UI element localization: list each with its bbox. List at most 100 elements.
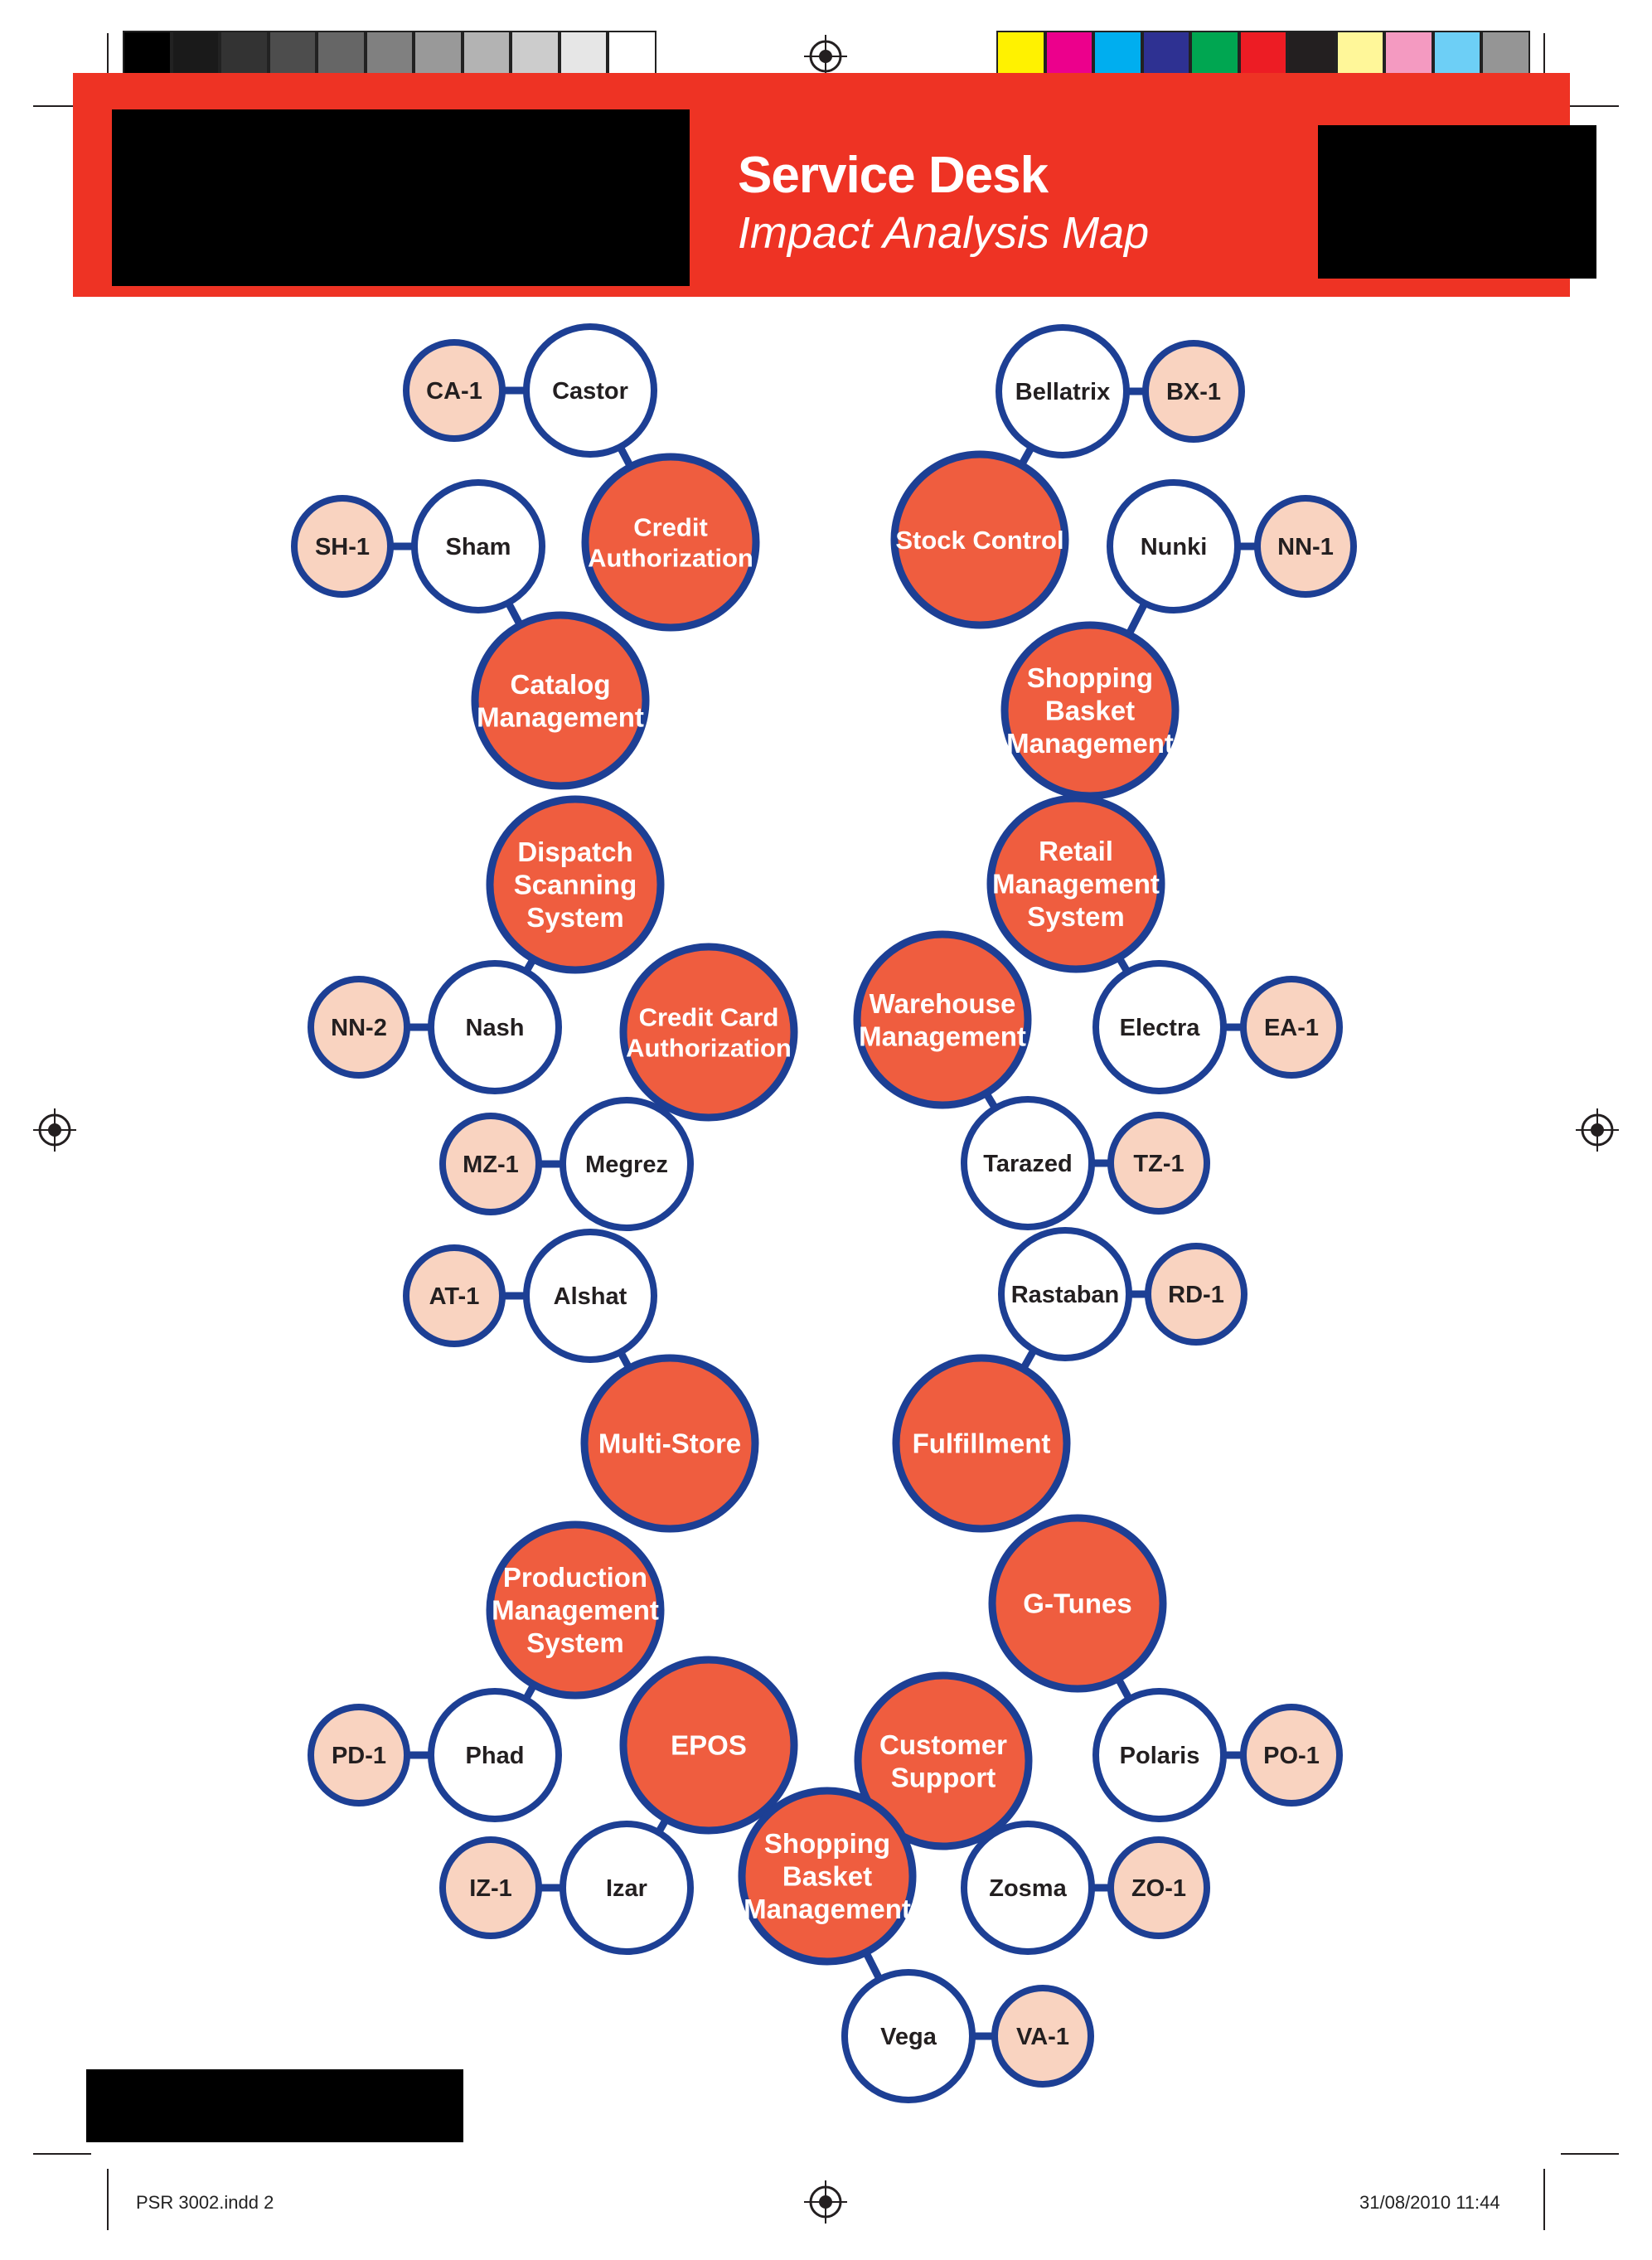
node-label: Alshat xyxy=(554,1283,627,1310)
node-label: NN-1 xyxy=(1277,534,1334,560)
server-node-polaris: Polaris xyxy=(1092,1688,1227,1822)
node-circle xyxy=(1240,976,1343,1079)
node-circle xyxy=(854,1671,1033,1850)
node-circle xyxy=(1254,495,1357,598)
color-swatch xyxy=(171,31,220,77)
node-label: Castor xyxy=(552,378,628,405)
node-circle xyxy=(1145,1243,1247,1346)
color-swatch xyxy=(1141,31,1190,77)
ci-node-va1: VA-1 xyxy=(991,1985,1094,2088)
node-label: Multi-Store xyxy=(598,1428,741,1459)
color-swatch xyxy=(1481,31,1530,77)
ci-node-rd1: RD-1 xyxy=(1145,1243,1247,1346)
node-label: PO-1 xyxy=(1263,1743,1320,1769)
node-circle xyxy=(738,1787,917,1966)
node-label: MZ-1 xyxy=(463,1152,519,1178)
node-circle xyxy=(1092,960,1227,1094)
service-node-stock-control: Stock Control xyxy=(890,450,1069,629)
ci-node-nn2: NN-2 xyxy=(308,976,410,1079)
service-node-g-tunes: G-Tunes xyxy=(988,1514,1167,1693)
node-label: CA-1 xyxy=(426,378,482,405)
server-node-vega: Vega xyxy=(841,1969,976,2103)
color-swatch xyxy=(317,31,366,77)
color-swatch xyxy=(559,31,608,77)
color-swatch xyxy=(1287,31,1336,77)
color-swatch xyxy=(996,31,1045,77)
node-circle xyxy=(291,495,394,598)
node-label: Nash xyxy=(466,1015,525,1041)
ci-node-iz1: IZ-1 xyxy=(439,1836,542,1939)
server-node-nash: Nash xyxy=(428,960,562,1094)
server-node-megrez: Megrez xyxy=(560,1097,694,1231)
ci-node-zo1: ZO-1 xyxy=(1107,1836,1210,1939)
redacted-footer-block xyxy=(86,2069,463,2142)
node-label: Megrez xyxy=(585,1152,668,1178)
node-circle xyxy=(1092,1688,1227,1822)
node-label: ZO-1 xyxy=(1131,1875,1186,1902)
registration-mark-icon xyxy=(804,2180,847,2224)
node-label: SH-1 xyxy=(315,534,370,560)
node-circle xyxy=(986,794,1165,973)
node-label: TZ-1 xyxy=(1133,1151,1184,1177)
node-circle xyxy=(523,323,657,458)
node-circle xyxy=(996,324,1130,458)
node-circle xyxy=(890,450,1069,629)
node-circle xyxy=(439,1836,542,1939)
server-node-zosma: Zosma xyxy=(961,1821,1095,1955)
redacted-logo-block xyxy=(112,109,690,286)
server-node-sham: Sham xyxy=(411,479,545,613)
ci-node-bx1: BX-1 xyxy=(1142,340,1245,443)
node-circle xyxy=(580,1354,759,1533)
slug-timestamp: 31/08/2010 11:44 xyxy=(1359,2192,1500,2213)
color-swatch xyxy=(1384,31,1433,77)
node-label: G-Tunes xyxy=(1023,1588,1131,1619)
registration-mark-icon xyxy=(1576,1108,1619,1152)
node-label: EPOS xyxy=(671,1730,747,1761)
node-label: EA-1 xyxy=(1264,1015,1319,1041)
node-label: Stock Control xyxy=(895,526,1063,555)
node-label: AT-1 xyxy=(429,1283,480,1310)
node-circle xyxy=(892,1354,1071,1533)
color-swatch xyxy=(608,31,656,77)
node-label: Tarazed xyxy=(983,1151,1072,1177)
node-circle xyxy=(619,1656,798,1835)
service-node-multi-store: Multi-Store xyxy=(580,1354,759,1533)
server-node-electra: Electra xyxy=(1092,960,1227,1094)
server-node-izar: Izar xyxy=(560,1821,694,1955)
node-circle xyxy=(308,1704,410,1807)
ci-node-po1: PO-1 xyxy=(1240,1704,1343,1807)
service-node-fulfillment: Fulfillment xyxy=(892,1354,1071,1533)
server-node-phad: Phad xyxy=(428,1688,562,1822)
slug-filename: PSR 3002.indd 2 xyxy=(136,2192,274,2213)
node-circle xyxy=(991,1985,1094,2088)
node-circle xyxy=(988,1514,1167,1693)
ci-node-pd1: PD-1 xyxy=(308,1704,410,1807)
node-circle xyxy=(581,453,760,632)
server-node-nunki: Nunki xyxy=(1107,479,1241,613)
node-circle xyxy=(961,1096,1095,1230)
node-label: Electra xyxy=(1120,1015,1201,1041)
node-circle xyxy=(523,1229,657,1363)
node-circle xyxy=(841,1969,976,2103)
node-circle xyxy=(1107,1836,1210,1939)
node-circle xyxy=(403,1244,506,1347)
node-circle xyxy=(1107,1112,1210,1215)
node-circle xyxy=(486,795,665,974)
